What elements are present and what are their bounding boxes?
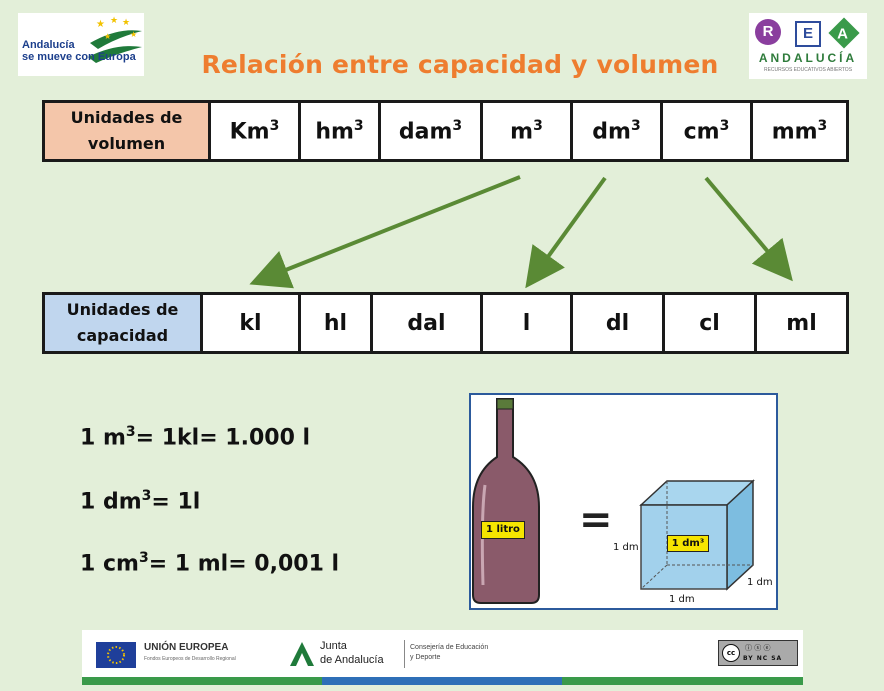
volume-header-line1: Unidades de — [70, 108, 183, 127]
capacity-unit-l: l — [480, 292, 573, 354]
bottle-label: 1 litro — [481, 521, 525, 539]
rea-andalucia-logo: R E A ANDALUCÍA RECURSOS EDUCATIVOS ABIE… — [749, 13, 867, 79]
cube-edge-bottom-label: 1 dm — [669, 594, 695, 605]
volume-header-line2: volumen — [87, 134, 166, 153]
volume-unit-km3: Km3 — [208, 100, 301, 162]
stars-swoosh-icon: ★ ★ ★ ★ ★ — [88, 16, 142, 63]
volume-unit-hm3: hm3 — [298, 100, 381, 162]
rea-letter-r: R — [755, 19, 781, 45]
volume-units-table: Unidades de volumen Km3 hm3 dam3 m3 dm3 … — [42, 100, 849, 162]
cc-icon: cc — [722, 644, 740, 662]
capacity-unit-hl: hl — [298, 292, 373, 354]
equivalence-dm3: 1 dm3= 1l — [80, 488, 201, 515]
footer-stripe-green-2 — [562, 677, 803, 685]
rea-letter-e: E — [795, 21, 821, 47]
andalucia-logo-line2: se mueve con Europa — [22, 51, 136, 63]
junta-line2: de Andalucía — [320, 654, 384, 666]
arrow-m3-to-kl — [249, 175, 521, 289]
cc-license-terms: BY NC SA — [743, 655, 783, 662]
cc-license-badge: cc ⓘ ⓢ ⓔ BY NC SA — [718, 640, 798, 666]
page-title: Relación entre capacidad y volumen — [201, 50, 719, 79]
eu-subtitle: Fondos Europeos de Desarrollo Regional — [144, 656, 236, 662]
volume-units-row: Unidades de volumen Km3 hm3 dam3 m3 dm3 … — [42, 100, 849, 162]
equivalence-m3: 1 m3= 1kl= 1.000 l — [80, 424, 311, 451]
volume-unit-m3: m3 — [480, 100, 573, 162]
rea-tagline: RECURSOS EDUCATIVOS ABIERTOS — [763, 67, 853, 73]
cube-label: 1 dm³ — [667, 535, 709, 552]
bottle-cube-drawing: = — [472, 398, 755, 604]
capacity-units-table: Unidades de capacidad kl hl dal l dl cl … — [42, 292, 849, 354]
rea-word: ANDALUCÍA — [758, 51, 858, 65]
capacity-unit-ml: ml — [754, 292, 849, 354]
volume-unit-dam3: dam3 — [378, 100, 483, 162]
footer-divider — [404, 640, 405, 668]
capacity-unit-dal: dal — [370, 292, 483, 354]
capacity-unit-dl: dl — [570, 292, 665, 354]
arrow-cm3-to-ml — [704, 176, 793, 282]
capacity-header-line1: Unidades de — [66, 300, 179, 319]
volume-unit-mm3: mm3 — [750, 100, 849, 162]
arrow-dm3-to-l — [525, 176, 607, 289]
volume-unit-dm3: dm3 — [570, 100, 663, 162]
capacity-header-cell: Unidades de capacidad — [42, 292, 203, 354]
equivalence-cm3: 1 cm3= 1 ml= 0,001 l — [80, 550, 340, 577]
cube-edge-right-label: 1 dm — [747, 577, 773, 588]
capacity-unit-kl: kl — [200, 292, 301, 354]
eu-title: UNIÓN EUROPEA — [144, 642, 229, 653]
andalucia-europa-logo: ★ ★ ★ ★ ★ Andalucía se mueve con Europa — [18, 13, 144, 76]
footer-stripe-green — [82, 677, 322, 685]
svg-text:★: ★ — [110, 16, 118, 26]
consejeria-line2: y Deporte — [410, 654, 441, 661]
bottle-cube-illustration: = 1 litro 1 dm³ 1 dm 1 dm 1 dm — [469, 393, 778, 610]
capacity-units-row: Unidades de capacidad kl hl dal l dl cl … — [42, 292, 849, 354]
junta-line1: Junta — [320, 640, 347, 652]
junta-logo-icon — [290, 642, 314, 666]
svg-text:★: ★ — [130, 30, 137, 39]
consejeria-line1: Consejería de Educación — [410, 644, 489, 651]
cube-edge-left-label: 1 dm — [613, 542, 639, 553]
svg-text:★: ★ — [104, 32, 111, 41]
eu-flag-icon — [96, 642, 136, 668]
equals-sign: = — [579, 497, 613, 543]
wine-bottle-icon — [472, 398, 540, 604]
andalucia-logo-line1: Andalucía — [22, 39, 75, 51]
volume-unit-cm3: cm3 — [660, 100, 753, 162]
capacity-header-line2: capacidad — [76, 326, 169, 345]
footer-stripe-blue — [322, 677, 562, 685]
volume-header-cell: Unidades de volumen — [42, 100, 211, 162]
svg-text:★: ★ — [96, 19, 105, 30]
cc-glyphs: ⓘ ⓢ ⓔ — [745, 644, 771, 652]
capacity-unit-cl: cl — [662, 292, 757, 354]
footer-banner: UNIÓN EUROPEA Fondos Europeos de Desarro… — [82, 630, 803, 685]
svg-text:★: ★ — [122, 18, 130, 28]
